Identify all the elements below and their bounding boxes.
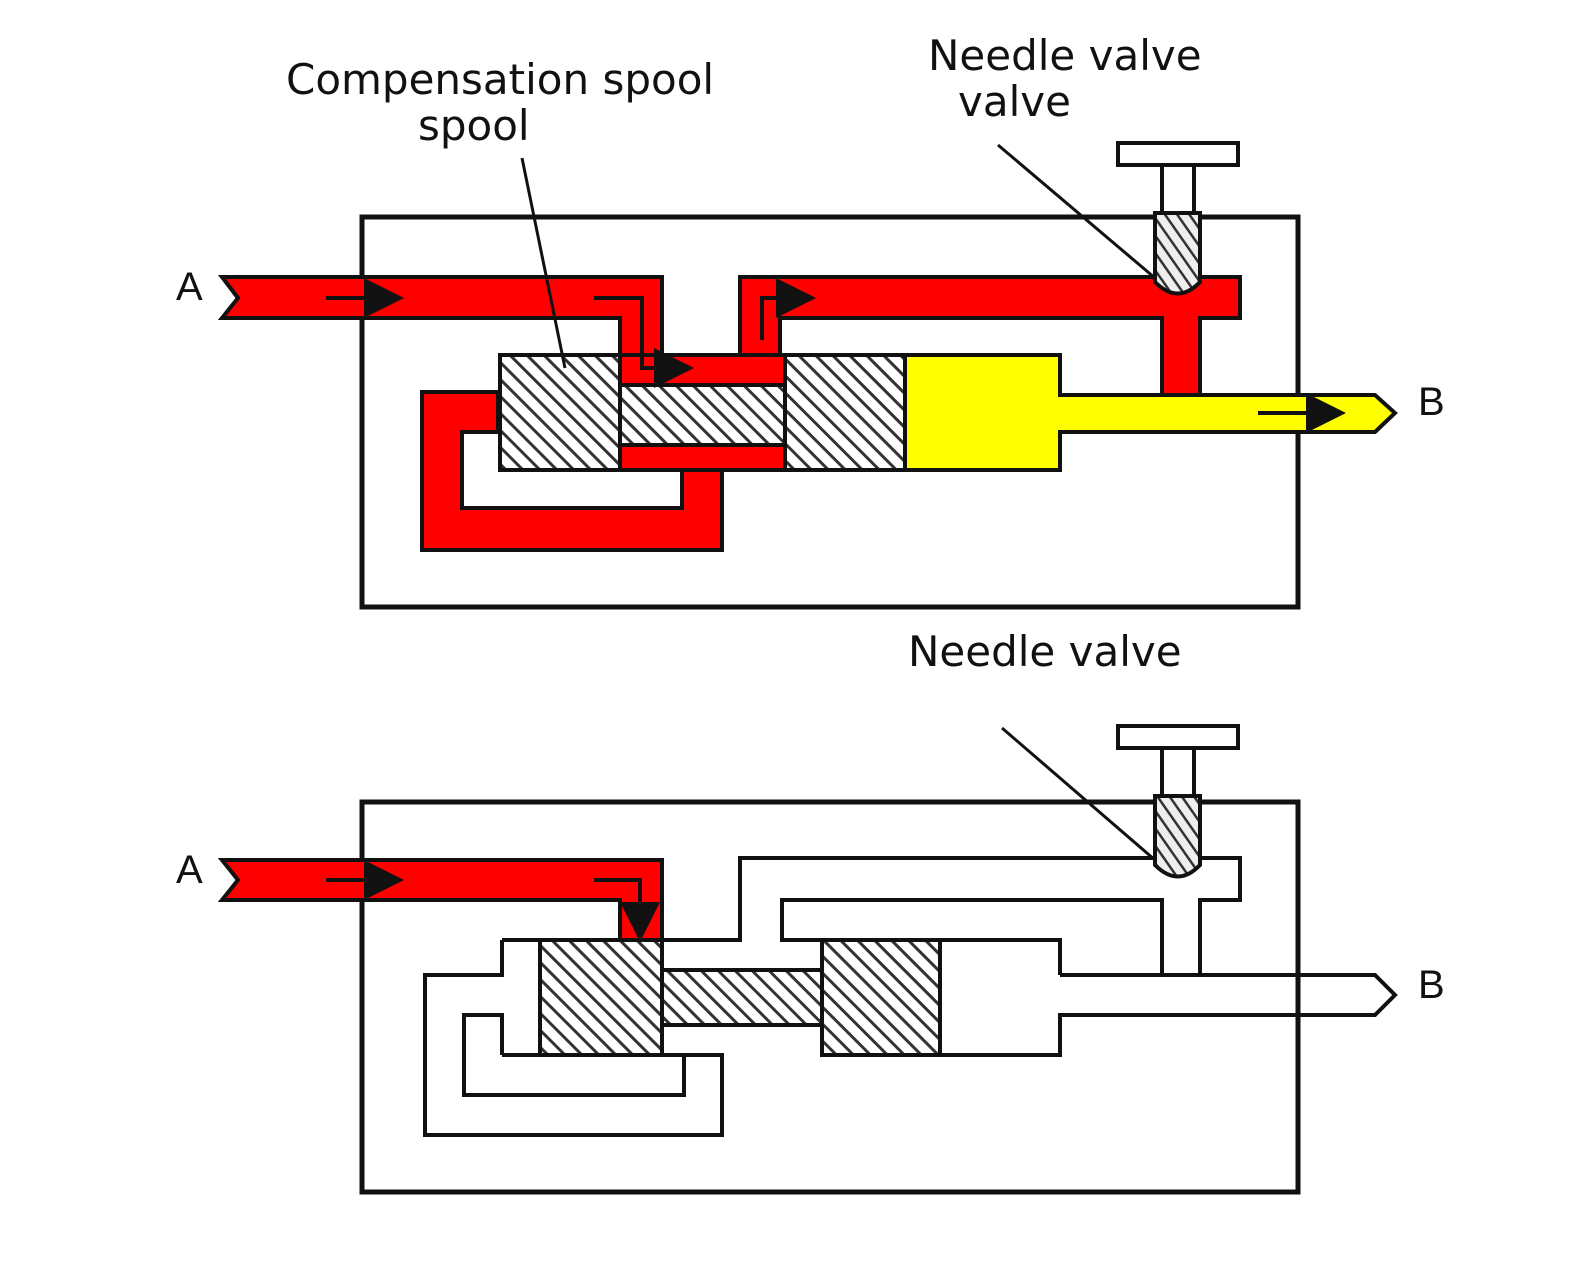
top-outlet-channel <box>903 353 1398 472</box>
top-port-a-label: A <box>176 265 203 309</box>
bottom-flow-arrows <box>326 860 660 942</box>
bottom-needle-leader-line <box>1001 726 1156 862</box>
top-spool-right-land <box>783 353 907 472</box>
top-needle-valve <box>1116 141 1240 296</box>
bottom-cavity-top <box>502 938 540 1057</box>
top-needle-leader-line <box>997 143 1156 280</box>
bottom-feedback-inner <box>462 1013 686 1097</box>
top-needle-label-line2: valve <box>958 77 1071 126</box>
bottom-needle-valve <box>1116 724 1240 879</box>
bottom-spool-right-land <box>820 938 942 1057</box>
bottom-spool-rod <box>660 968 824 1027</box>
top-arrow-down <box>594 296 694 388</box>
top-spool-leader-line <box>520 157 567 369</box>
top-feedback-channel <box>420 390 724 552</box>
top-spool-rod <box>618 383 787 447</box>
bottom-spool-left-land <box>538 938 664 1057</box>
top-arrow-up <box>760 278 816 340</box>
bottom-needle-label: Needle valve <box>908 627 1182 676</box>
top-port-b-label: B <box>1418 380 1445 424</box>
bottom-port-b-label: B <box>1418 963 1445 1007</box>
top-valve-diagram: Compensation spool spool Needle valve va… <box>176 31 1445 610</box>
bottom-port-a-label: A <box>176 848 203 892</box>
bottom-outlet-channel <box>940 973 1398 1057</box>
top-needle-label-line1: Needle valve <box>928 31 1202 80</box>
bottom-valve-diagram: Needle valve A B <box>176 627 1445 1195</box>
bottom-feedback-outer <box>423 940 724 1137</box>
top-spool-label-line1: Compensation spool <box>286 55 714 104</box>
top-flow-arrows <box>326 278 1346 433</box>
top-spool-label-line2: spool <box>418 101 530 150</box>
top-spool-left-land <box>498 353 622 472</box>
bottom-arrow-down <box>594 878 660 942</box>
